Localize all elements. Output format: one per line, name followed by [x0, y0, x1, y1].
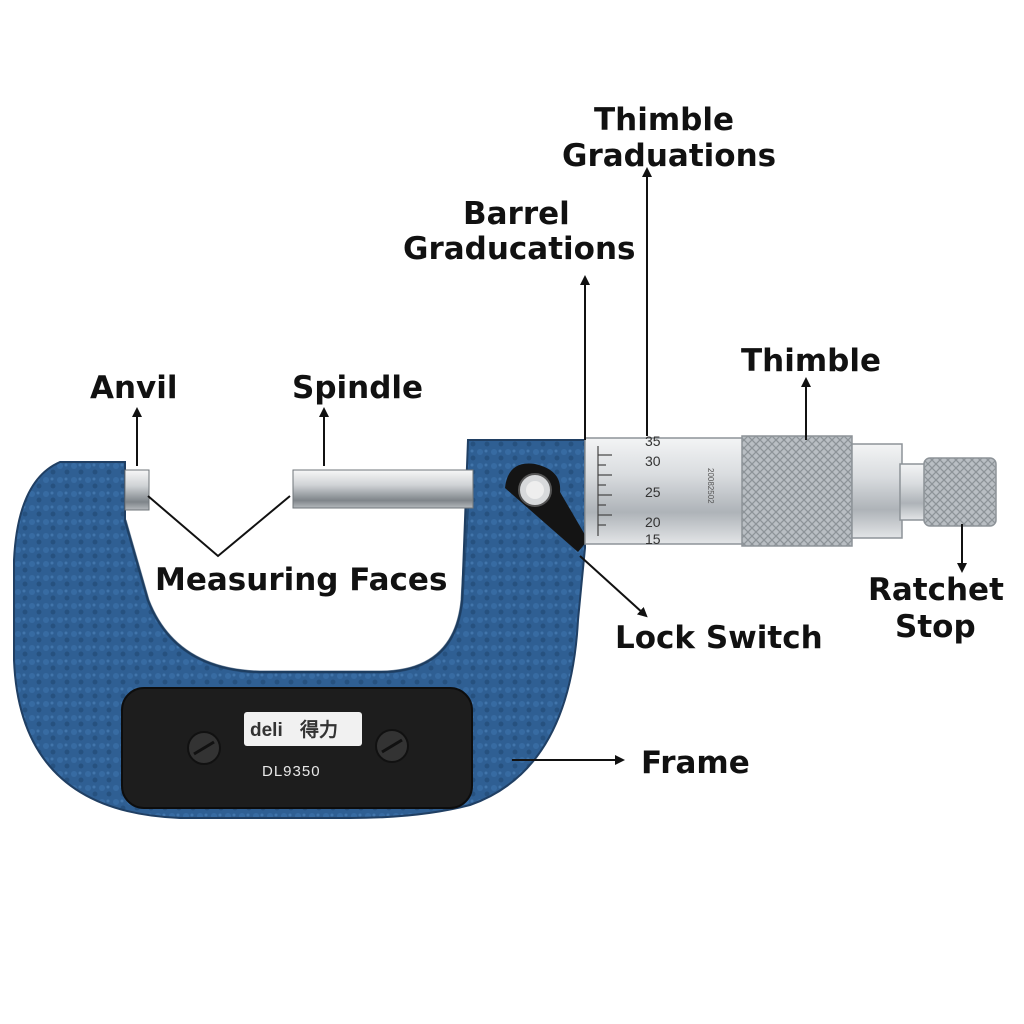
brand-logo: deli — [250, 720, 283, 741]
screw-icon — [375, 729, 409, 763]
label-anvil: Anvil — [90, 370, 178, 406]
label-frame: Frame — [641, 745, 750, 781]
thimble-tick-label: 30 — [645, 453, 661, 469]
label-ratchet-stop: Ratchet — [868, 572, 1004, 608]
spindle-part — [292, 469, 474, 509]
label-thimble: Thimble — [741, 343, 881, 379]
label-measuring-faces: Measuring Faces — [155, 562, 447, 598]
label-ratchet-stop: Stop — [895, 609, 976, 645]
model-number: DL9350 — [262, 763, 321, 780]
label-spindle: Spindle — [292, 370, 423, 406]
lock-switch-part — [505, 463, 588, 552]
screw-icon — [187, 731, 221, 765]
label-barrel-graduations: Barrel — [463, 196, 570, 232]
label-barrel-graduations: Graducations — [403, 231, 635, 267]
ratchet-stop-part — [899, 457, 997, 527]
label-thimble-graduations: Thimble — [594, 102, 734, 138]
thimble-tick-label: 25 — [645, 484, 661, 500]
label-thimble-graduations: Graduations — [562, 138, 776, 174]
brand-logo-cn: 得力 — [299, 718, 338, 741]
leader-lines — [132, 167, 967, 765]
thimble-tick-label: 35 — [645, 433, 661, 449]
label-lock-switch: Lock Switch — [615, 620, 823, 656]
arrow-right-icon — [579, 555, 648, 618]
thimble-part — [741, 435, 903, 547]
serial-number: 20082502 — [706, 468, 715, 504]
thimble-tick-label: 15 — [645, 531, 661, 547]
thimble-tick-label: 20 — [645, 514, 661, 530]
anvil-part — [124, 469, 150, 511]
barrel-part: 35 30 25 20 15 20082502 — [584, 433, 746, 547]
name-plate: deli 得力 DL9350 — [121, 687, 473, 809]
